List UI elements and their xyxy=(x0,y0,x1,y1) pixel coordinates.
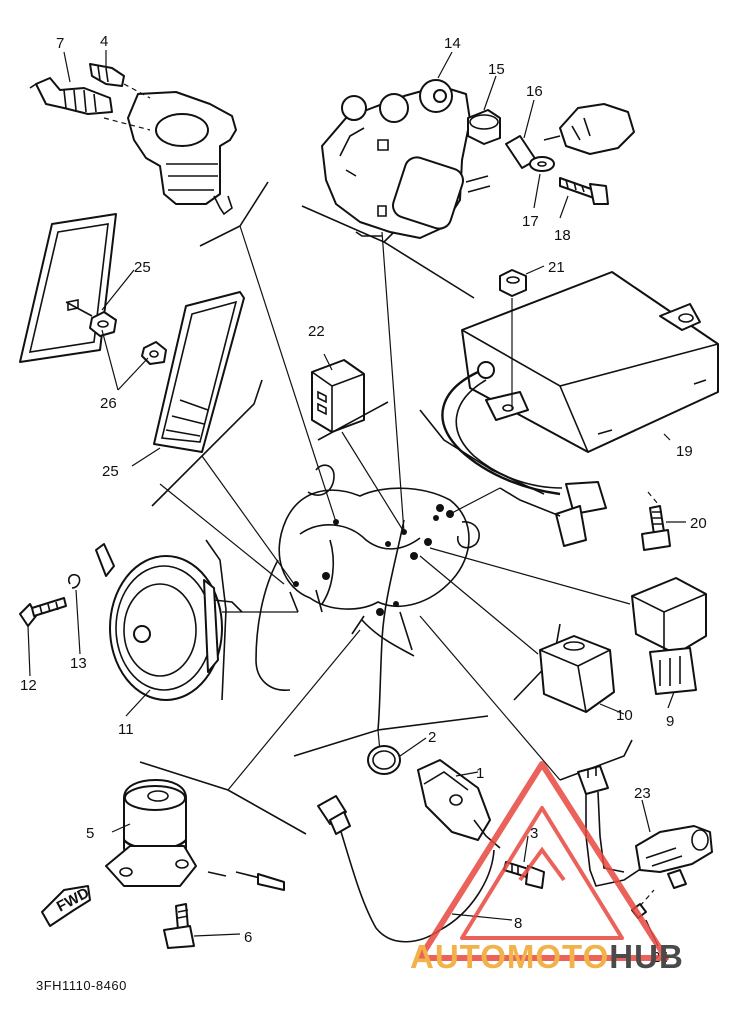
watermark-text: AUTOMOTOHUB xyxy=(410,938,684,976)
catalog-code: 3FH1110-8460 xyxy=(36,978,127,993)
solenoid-5 xyxy=(105,779,285,891)
spark-plug xyxy=(29,77,113,115)
switch-sensor-16 xyxy=(543,103,635,155)
switch-23 xyxy=(577,765,713,889)
callout-6: 6 xyxy=(244,929,252,946)
actuator-pin xyxy=(465,175,491,193)
bolt-20 xyxy=(641,505,671,551)
bolt-18 xyxy=(559,177,609,205)
horn xyxy=(95,543,243,701)
callout-leaders xyxy=(27,50,686,947)
callout-20: 20 xyxy=(690,515,707,532)
callout-2: 2 xyxy=(428,729,436,746)
relay-9 xyxy=(631,577,707,695)
sensor-1 xyxy=(417,759,501,849)
actuator-assembly xyxy=(321,79,471,239)
connector-22 xyxy=(311,359,365,433)
wire-harness xyxy=(255,464,480,731)
o-ring-2 xyxy=(367,745,401,775)
watermark-text-part1: AUTOMOTO xyxy=(410,938,610,975)
lead-wire-8 xyxy=(317,795,495,943)
callout-10: 10 xyxy=(616,707,633,724)
screw-24-dash xyxy=(639,889,655,907)
routing-leaders xyxy=(159,225,631,791)
bolt-20-dash xyxy=(647,491,659,505)
collar-15 xyxy=(467,109,501,145)
bolt-6 xyxy=(163,903,195,949)
callout-5: 5 xyxy=(86,825,94,842)
nut-21 xyxy=(499,269,527,297)
control-unit-box xyxy=(461,271,719,453)
washer-17 xyxy=(529,156,555,172)
relay-10 xyxy=(539,635,615,713)
callout-18: 18 xyxy=(554,227,571,244)
callout-26: 26 xyxy=(100,395,117,412)
callout-1: 1 xyxy=(476,765,484,782)
callout-23: 23 xyxy=(634,785,651,802)
callout-12: 12 xyxy=(20,677,37,694)
callout-17: 17 xyxy=(522,213,539,230)
callout-13: 13 xyxy=(70,655,87,672)
callout-labels: 1 2 3 4 5 6 7 8 9 10 11 12 13 14 15 16 1… xyxy=(20,33,707,966)
callout-25-upper: 25 xyxy=(134,259,151,276)
callout-8: 8 xyxy=(514,915,522,932)
callout-11: 11 xyxy=(118,721,134,738)
callout-21: 21 xyxy=(548,259,565,276)
callout-22: 22 xyxy=(308,323,325,340)
reflector-rear xyxy=(19,213,117,363)
watermark-text-part2: HUB xyxy=(609,938,684,975)
callout-3: 3 xyxy=(530,825,538,842)
reflector-nut xyxy=(65,301,167,365)
small-sensor xyxy=(89,63,125,87)
callout-25-lower: 25 xyxy=(102,463,119,480)
callout-16: 16 xyxy=(526,83,543,100)
callout-15: 15 xyxy=(488,61,505,78)
callout-9: 9 xyxy=(666,713,674,730)
lock-washer-13 xyxy=(67,573,81,589)
bolt-12 xyxy=(19,597,67,627)
callout-14: 14 xyxy=(444,35,461,52)
callout-19: 19 xyxy=(676,443,693,460)
plug-cap-housing xyxy=(103,83,237,216)
callout-7: 7 xyxy=(56,35,64,52)
group-brackets xyxy=(139,181,633,835)
watermark-logo xyxy=(417,761,669,961)
callout-4: 4 xyxy=(100,33,108,50)
reflector-side xyxy=(153,291,245,453)
forward-arrow: FWD xyxy=(41,884,92,927)
